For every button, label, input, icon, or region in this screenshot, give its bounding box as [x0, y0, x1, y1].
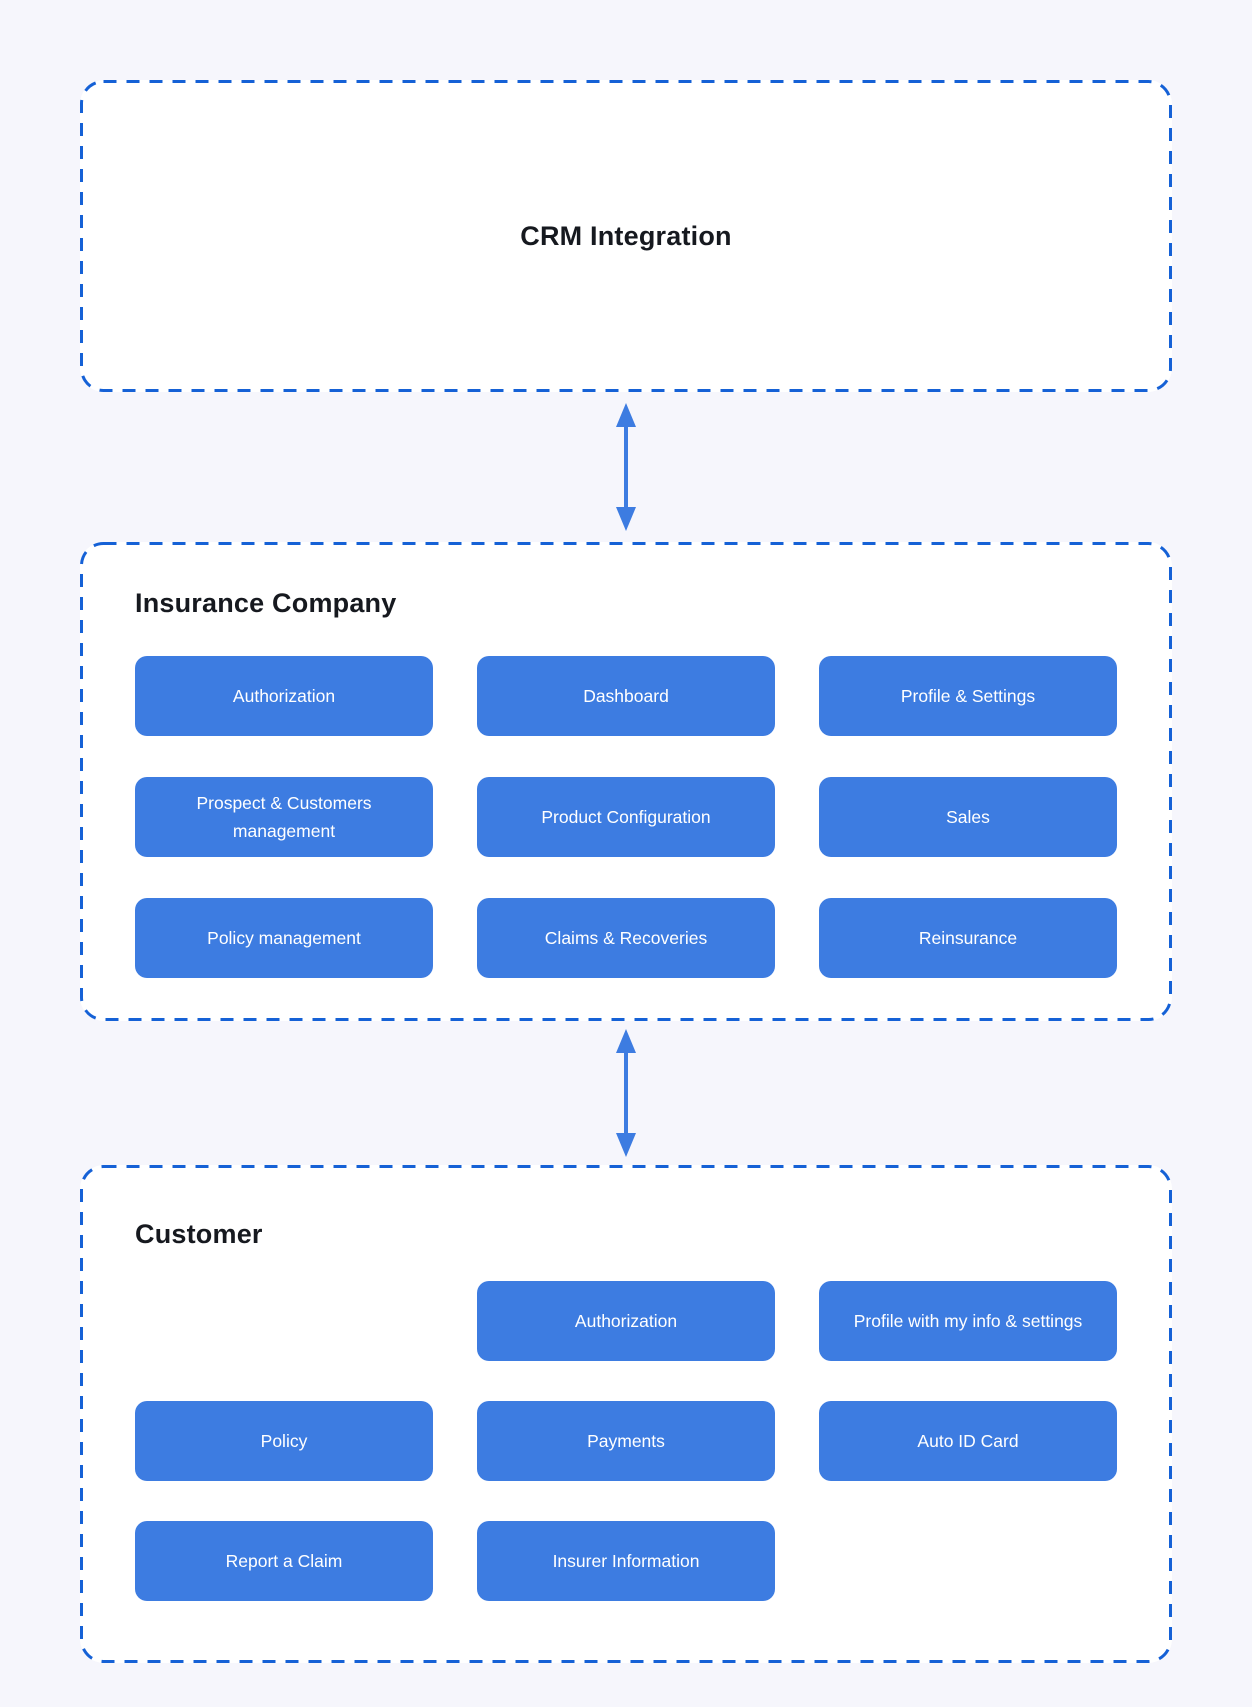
double-arrow-icon — [616, 403, 636, 531]
module-button-payments[interactable]: Payments — [477, 1401, 775, 1481]
customer-section-title: Customer — [135, 1219, 263, 1249]
insurance-section-title: Insurance Company — [135, 588, 397, 618]
module-button-prospect-customers-management[interactable]: Prospect & Customers management — [135, 777, 433, 857]
double-arrow-icon — [616, 1029, 636, 1157]
customer-modules-grid: Authorization Profile with my info & set… — [135, 1281, 1117, 1601]
section-insurance-company: Insurance Company Authorization Dashboar… — [80, 542, 1172, 1021]
module-button-claims-recoveries[interactable]: Claims & Recoveries — [477, 898, 775, 978]
module-button-policy[interactable]: Policy — [135, 1401, 433, 1481]
insurance-modules-grid: Authorization Dashboard Profile & Settin… — [135, 656, 1117, 978]
module-button-profile-settings[interactable]: Profile & Settings — [819, 656, 1117, 736]
section-crm-integration: CRM Integration — [80, 80, 1172, 392]
connector-zone-crm-insurance — [0, 392, 1252, 542]
section-customer: Customer Authorization Profile with my i… — [80, 1165, 1172, 1663]
module-button-insurer-information[interactable]: Insurer Information — [477, 1521, 775, 1601]
module-button-profile-info-settings[interactable]: Profile with my info & settings — [819, 1281, 1117, 1361]
module-button-product-configuration[interactable]: Product Configuration — [477, 777, 775, 857]
crm-section-title: CRM Integration — [520, 220, 732, 251]
module-button-report-a-claim[interactable]: Report a Claim — [135, 1521, 433, 1601]
module-button-sales[interactable]: Sales — [819, 777, 1117, 857]
module-button-reinsurance[interactable]: Reinsurance — [819, 898, 1117, 978]
module-button-auto-id-card[interactable]: Auto ID Card — [819, 1401, 1117, 1481]
module-button-policy-management[interactable]: Policy management — [135, 898, 433, 978]
connector-zone-insurance-customer — [0, 1021, 1252, 1165]
module-button-dashboard[interactable]: Dashboard — [477, 656, 775, 736]
module-button-customer-authorization[interactable]: Authorization — [477, 1281, 775, 1361]
module-button-authorization[interactable]: Authorization — [135, 656, 433, 736]
